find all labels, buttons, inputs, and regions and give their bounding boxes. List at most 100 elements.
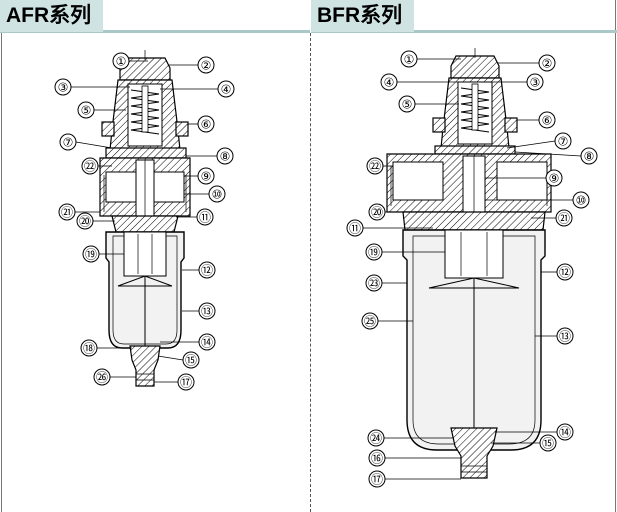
afr-callout-1 bbox=[112, 52, 130, 70]
afr-callout-10 bbox=[208, 185, 226, 203]
bfr-callout-4-label: ④ bbox=[384, 76, 395, 90]
bfr-callout-11 bbox=[346, 219, 364, 237]
bfr-callout-8 bbox=[580, 147, 598, 165]
afr-callout-26-label: ㉖ bbox=[96, 371, 108, 385]
bfr-callout-5 bbox=[398, 95, 416, 113]
bfr-callout-10-label: ⑩ bbox=[576, 194, 587, 208]
afr-deflector bbox=[111, 215, 179, 233]
bfr-callout-11-label: ⑪ bbox=[349, 222, 361, 236]
bfr-callout-9-label: ⑨ bbox=[549, 172, 560, 186]
afr-callout-7 bbox=[59, 133, 77, 151]
afr-callout-2 bbox=[197, 56, 215, 74]
bfr-callout-1-label: ① bbox=[404, 53, 415, 67]
bfr-callout-15-label: ⑮ bbox=[542, 437, 554, 451]
afr-callout-5-label: ⑤ bbox=[81, 104, 92, 118]
bfr-lock-ring-right bbox=[504, 117, 518, 133]
bfr-title-rule bbox=[311, 30, 617, 33]
bfr-header: BFR系列 bbox=[311, 0, 617, 33]
bfr-lock-ring-left bbox=[432, 117, 446, 133]
bfr-callout-25-label: ㉕ bbox=[364, 315, 376, 329]
afr-callout-3 bbox=[54, 78, 72, 96]
bfr-callout-20-label: ⑳ bbox=[371, 206, 383, 220]
bfr-callout-6 bbox=[538, 111, 556, 129]
afr-diaphragm bbox=[105, 147, 187, 159]
bfr-callout-7 bbox=[554, 132, 572, 150]
bfr-callout-10 bbox=[572, 191, 590, 209]
afr-callout-26 bbox=[93, 368, 111, 386]
bfr-callout-14 bbox=[556, 423, 574, 441]
bfr-callout-13 bbox=[556, 327, 574, 345]
afr-callout-13 bbox=[198, 302, 216, 320]
bfr-filter-element bbox=[444, 229, 504, 279]
bfr-callout-5-label: ⑤ bbox=[402, 98, 413, 112]
bfr-panel: BFR系列 bbox=[311, 0, 617, 512]
afr-callout-9-label: ⑨ bbox=[201, 170, 212, 184]
afr-callout-19 bbox=[82, 245, 100, 263]
bfr-callout-24 bbox=[367, 429, 385, 447]
afr-lock-ring-left bbox=[101, 121, 115, 137]
bfr-deflector bbox=[402, 211, 546, 231]
bfr-callout-21-label: ㉑ bbox=[558, 212, 570, 226]
bfr-callout-6-label: ⑥ bbox=[542, 114, 553, 128]
bfr-callout-2 bbox=[538, 54, 556, 72]
bfr-callout-25 bbox=[361, 312, 379, 330]
right-border bbox=[615, 0, 616, 512]
afr-filter-element bbox=[123, 231, 167, 277]
bfr-callout-17 bbox=[368, 470, 386, 488]
panel-divider bbox=[310, 33, 311, 512]
afr-callout-18 bbox=[80, 339, 98, 357]
bfr-title: BFR系列 bbox=[311, 0, 415, 32]
afr-callout-1-label: ① bbox=[116, 55, 127, 69]
bfr-callout-1 bbox=[400, 50, 418, 68]
afr-callout-4-label: ④ bbox=[221, 83, 232, 97]
bfr-diaphragm bbox=[434, 145, 516, 155]
afr-title: AFR系列 bbox=[0, 0, 104, 32]
afr-callout-17-label: ⑰ bbox=[180, 376, 192, 390]
afr-callout-6-label: ⑥ bbox=[201, 118, 212, 132]
bfr-callout-24-label: ㉔ bbox=[370, 432, 382, 446]
bfr-callout-22-label: ㉒ bbox=[369, 160, 381, 174]
bfr-callout-13-label: ⑬ bbox=[559, 330, 571, 344]
afr-lock-ring-right bbox=[175, 121, 189, 137]
afr-callout-2-label: ② bbox=[201, 59, 212, 73]
afr-callout-20 bbox=[76, 212, 94, 230]
afr-callout-21 bbox=[58, 203, 76, 221]
bfr-callouts: ① ② ④ ③ ⑤ ⑥ ⑦ ㉒ ⑧ ⑨ ⑩ bbox=[346, 50, 598, 488]
afr-callout-14 bbox=[198, 333, 216, 351]
afr-callout-6 bbox=[197, 115, 215, 133]
afr-callouts: ① ② ③ ④ ⑤ ⑥ ⑦ ㉒ ⑧ ⑨ ⑩ bbox=[54, 52, 235, 391]
afr-callout-5 bbox=[77, 101, 95, 119]
bfr-callout-2-label: ② bbox=[542, 57, 553, 71]
bfr-callout-9 bbox=[545, 169, 563, 187]
bfr-callout-23-label: ㉓ bbox=[368, 277, 380, 291]
bfr-callout-22 bbox=[366, 157, 384, 175]
afr-callout-7-label: ⑦ bbox=[63, 136, 74, 150]
afr-callout-10-label: ⑩ bbox=[212, 188, 223, 202]
bfr-leader-lines bbox=[363, 58, 582, 480]
afr-callout-22 bbox=[81, 157, 99, 175]
afr-diagram: ① ② ③ ④ ⑤ ⑥ ⑦ ㉒ ⑧ ⑨ ⑩ bbox=[54, 50, 235, 391]
afr-callout-12-label: ⑫ bbox=[201, 264, 213, 278]
afr-drain bbox=[129, 345, 161, 387]
bfr-callout-23 bbox=[365, 274, 383, 292]
afr-callout-13-label: ⑬ bbox=[201, 305, 213, 319]
afr-title-rule bbox=[0, 30, 310, 33]
bfr-callout-19-label: ⑲ bbox=[368, 246, 380, 260]
afr-callout-18-label: ⑱ bbox=[83, 342, 95, 356]
bfr-callout-15 bbox=[539, 434, 557, 452]
afr-header: AFR系列 bbox=[0, 0, 310, 33]
afr-panel: AFR系列 bbox=[0, 0, 310, 391]
afr-callout-14-label: ⑭ bbox=[201, 336, 213, 350]
afr-callout-11-label: ⑪ bbox=[199, 211, 211, 225]
afr-callout-19-label: ⑲ bbox=[85, 248, 97, 262]
bfr-callout-12-label: ⑫ bbox=[559, 266, 571, 280]
bfr-callout-7-label: ⑦ bbox=[558, 135, 569, 149]
afr-callout-11 bbox=[196, 208, 214, 226]
afr-callout-17 bbox=[177, 373, 195, 391]
bfr-callout-3 bbox=[526, 73, 544, 91]
afr-leader-lines bbox=[71, 60, 218, 383]
afr-callout-8 bbox=[216, 147, 234, 165]
afr-callout-3-label: ③ bbox=[58, 81, 69, 95]
afr-callout-12 bbox=[198, 261, 216, 279]
